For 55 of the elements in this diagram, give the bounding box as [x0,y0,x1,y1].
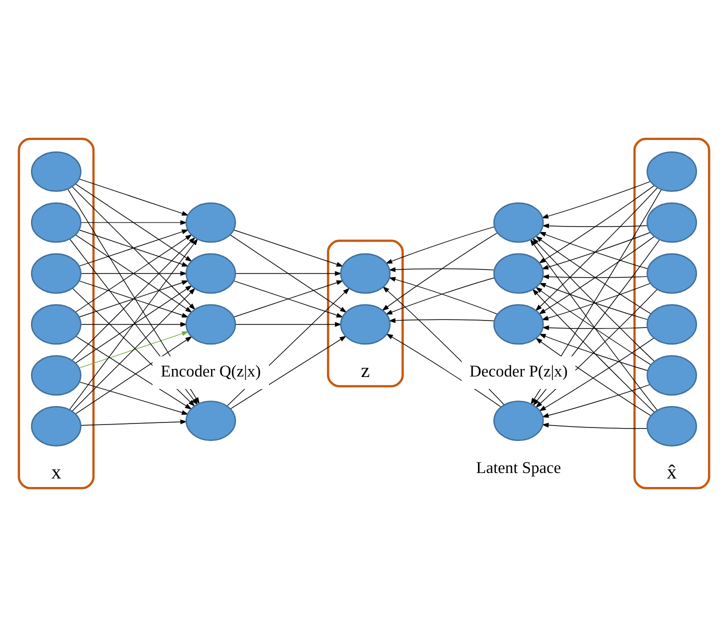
arrow [542,274,648,279]
arrow [541,180,651,218]
arrow [78,178,189,216]
arrow [233,280,344,317]
node-circle [30,354,82,396]
arrow [532,237,655,362]
arrow [235,270,342,276]
label: Encoder Q(z|x) [160,361,261,380]
cluster [18,137,95,489]
node-circle [30,252,82,294]
arrow [80,418,188,426]
cluster [326,239,404,387]
arrow [542,422,648,428]
arrow [235,321,342,326]
arrow [75,183,192,262]
arrow [386,333,502,407]
cluster [633,137,710,489]
node-circle [646,202,698,242]
arrow [78,381,189,414]
node-label: z [360,359,370,382]
arrow [72,186,196,310]
arrow [388,266,495,272]
label: Decoder P(z|x) [469,361,568,380]
node-label: x̂ [666,461,677,484]
arrow [385,226,495,264]
arrow [388,318,495,322]
node-circle [646,304,698,344]
arrow [233,229,344,266]
arrow [80,270,188,276]
node-circle [646,406,698,446]
node-circle [30,304,82,344]
arrow [535,286,652,365]
arrow [538,333,648,370]
arrow [542,324,648,330]
arrow [542,222,648,228]
arrow [78,330,189,368]
node-circle [30,150,82,192]
arrow [538,184,654,263]
arrow [382,232,498,310]
arrow [535,186,658,311]
node-circle [30,202,82,242]
node-circle [646,150,698,192]
node-circle [646,354,698,396]
node-circle [646,252,698,294]
arrow [230,335,346,409]
arrow [78,280,189,317]
arrow [230,234,347,312]
arrow [72,236,196,360]
arrow [75,284,192,363]
node-circle [30,406,82,446]
label: Latent Space [476,457,562,476]
node-label: x [51,461,62,484]
arrow [80,220,188,224]
arrow [80,321,188,326]
arrow [542,384,650,418]
